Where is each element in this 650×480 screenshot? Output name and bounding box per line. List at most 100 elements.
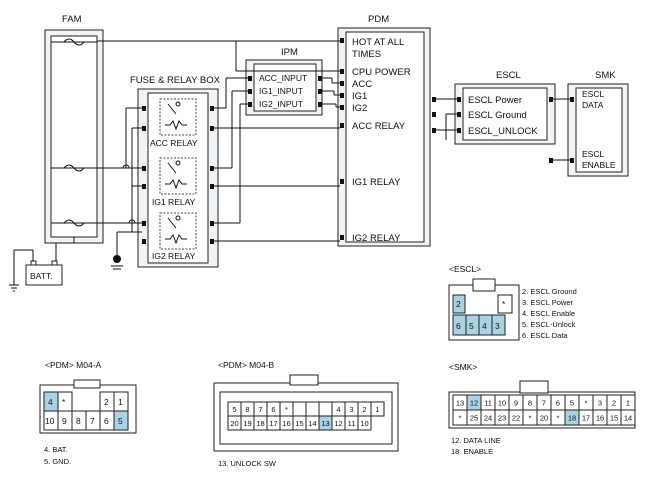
smk-row2-cell-label: * [557,414,560,423]
pdm-b-row1-cell-box [318,401,333,417]
pdm-b-row2-cell-label: 19 [243,419,251,428]
smk-row2-cell-label: 17 [582,414,590,423]
pdm-b-row2-cell-box [357,415,372,431]
fam-fuse-3 [51,219,97,227]
ipm-pin-acc: ACC_INPUT [259,73,307,83]
pdm-a-title: <PDM> M04-A [45,360,102,370]
escl-pin-ground: ESCL Ground [468,110,527,121]
ipm-title: IPM [281,47,298,58]
pdm-pin-cpu: CPU POWER [352,67,411,78]
fam-title: FAM [62,14,82,25]
smk-row2-cell-label: * [529,414,532,423]
smk-row1-cell-label: * [585,399,588,408]
pdm-pin-acc: ACC [352,79,372,90]
pdm-pin-ig1-relay: IG1 RELAY [352,177,401,188]
pdm-b-legend-1: 13. UNLOCK SW [218,459,277,468]
smk-pin-enable-1: ESCL [582,149,604,159]
pdm-a-cell-8: 8 [76,416,81,426]
pdm-b-row1-cell-label: 1 [375,405,379,414]
pdm-b-row2-cell-label: 12 [334,419,342,428]
smk-row1-cell-label: 10 [498,399,506,408]
smk-row2-cell-label: 15 [610,414,618,423]
pdm-pin-ig2-relay: IG2 RELAY [352,233,401,244]
escl-pin-unlock: ESCL_UNLOCK [468,126,538,137]
smk-pin-data-2: DATA [582,100,604,110]
pdm-b-row1-cell-label: 2 [362,405,366,414]
smk-row2-cell-label: 22 [512,414,520,423]
smk-row2-cell-label: 16 [596,414,604,423]
pdm-b-row1-cell-label: 7 [258,405,262,414]
pdm-pin-acc-relay: ACC RELAY [352,121,406,132]
pdm-pin-ig2: IG2 [352,103,367,114]
smk-row1-cell-label: 2 [612,399,616,408]
pdm-a-cell-10: 10 [45,416,55,426]
smk-row1-cell-label: 5 [570,399,574,408]
pdm-a-cell-7: 7 [90,416,95,426]
ipm-block: IPM ACC_INPUT IG1_INPUT IG2_INPUT [245,47,323,116]
ig2-relay: IG2 RELAY [152,212,197,261]
acc-relay: ACC RELAY [150,98,198,148]
pdm-b-row2-cell-label: 13 [321,419,329,428]
smk-row1-cell-label: 9 [514,399,518,408]
escl-legend-3: 4. ESCL Enable [522,309,575,318]
pdm-b-row1-cell-label: 8 [245,405,249,414]
pdm-a-cell-4: 4 [48,397,53,407]
smk-connector-title: <SMK> [449,362,477,372]
wires [97,40,570,242]
smk-row2-cell-box [620,409,636,426]
pdm-block: PDM HOT AT ALL TIMES CPU POWER ACC IG1 I… [337,14,436,247]
fam-fuse-1 [51,38,97,46]
smk-row1-cell-label: 13 [456,399,464,408]
pdm-b-row2-cell-label: 10 [360,419,368,428]
escl-title: ESCL [496,70,521,81]
smk-row2-cell-label: 25 [470,414,478,423]
smk-title: SMK [595,70,616,81]
smk-row1-cell-label: 11 [484,399,492,408]
smk-row2-cell-label: 24 [484,414,492,423]
pdm-b-row1-cell-box [305,401,320,417]
pdm-b-row1-cell-label: 6 [271,405,275,414]
pdm-b-row2-cell-label: 11 [348,419,356,428]
escl-cell-4: 4 [482,321,487,331]
smk-legend-1: 12. DATA LINE [451,436,501,445]
pdm-b-row1-cell-box [370,401,385,417]
escl-legend-5: 6. ESCL Data [522,331,568,340]
smk-pin-enable-2: ENABLE [582,160,616,170]
battery-label: BATT. [30,271,53,281]
smk-row2-cell-label: 14 [624,414,632,423]
pdm-b-row2-cell-label: 15 [295,419,303,428]
escl-inner [462,87,548,141]
ig2-relay-label: IG2 RELAY [152,251,196,261]
smk-row1-cell-label: 12 [470,399,478,408]
pdm-b-row1-cell-label: 4 [336,405,340,414]
pdm-pin-hot-2: TIMES [352,49,381,60]
escl-connector-title: <ESCL> [449,264,481,274]
smk-row2-cell-label: 18 [568,414,576,423]
smk-row1-cell-label: 8 [528,399,532,408]
escl-legend-2: 3. ESCL Power [522,298,573,307]
pdm-a-cell-9: 9 [62,416,67,426]
escl-connector: <ESCL> 2 * 6 5 4 3 2. ESCL Ground 3. ESC… [448,264,577,341]
pdm-title: PDM [368,14,389,25]
smk-row1-cell-label: 1 [626,399,630,408]
pdm-pin-ig1: IG1 [352,91,367,102]
escl-block: ESCL ESCL Power ESCL Ground ESCL_UNLOCK [454,70,556,163]
pdm-pin-hot-1: HOT AT ALL [352,37,404,48]
pdm-a-legend-2: 5. GND. [44,457,71,466]
pdm-b-row2-cell-label: 16 [282,419,290,428]
battery: BATT. [9,237,75,292]
pdm-b-row2-cell-label: 18 [256,419,264,428]
escl-legend-1: 2. ESCL Ground [522,287,577,296]
ipm-pin-ig1: IG1_INPUT [259,86,303,96]
smk-row2-cell-label: * [459,414,462,423]
ig1-relay-label: IG1 RELAY [152,197,196,207]
ipm-inner [253,63,317,112]
pdm-a-cell-1: 1 [118,397,123,407]
fuse-relay-box: FUSE & RELAY BOX ACC RELAY IG1 RELAY IG2… [130,75,221,268]
